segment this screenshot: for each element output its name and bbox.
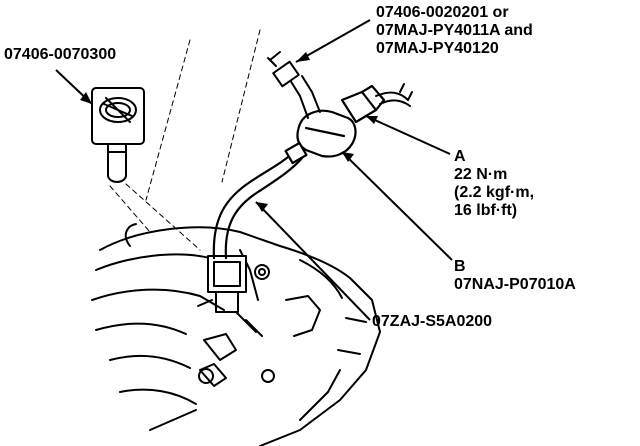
callout-a: A 22 N·m (2.2 kgf·m, 16 lbf·ft) <box>454 148 534 220</box>
label-hose-tool: 07ZAJ-S5A0200 <box>372 313 492 331</box>
callout-b-part: 07NAJ-P07010A <box>454 276 576 293</box>
engine-block <box>91 223 381 446</box>
label-top-tool-line-1: 07406-0020201 or <box>376 4 509 21</box>
callout-a-torque-kgfm: (2.2 kgf·m, <box>454 184 535 201</box>
label-top-tool-line-3: 07MAJ-PY40120 <box>376 40 499 57</box>
label-top-tool-line-2: 07MAJ-PY4011A and <box>376 22 533 39</box>
gauge-leads <box>375 83 413 107</box>
callout-a-torque-nm: 22 N·m <box>454 166 508 183</box>
upper-line <box>267 51 321 119</box>
pressure-hose <box>212 148 304 260</box>
adapter-cap <box>91 87 145 183</box>
port-fitting <box>197 255 275 387</box>
callout-b-letter: B <box>454 258 466 275</box>
projection-lines <box>109 29 261 251</box>
arrow-heads <box>80 52 378 212</box>
label-left-tool-text: 07406-0070300 <box>4 46 117 63</box>
label-left-tool: 07406-0070300 <box>4 46 116 64</box>
callout-a-torque-lbfft: 16 lbf·ft) <box>454 202 518 219</box>
callout-b: B 07NAJ-P07010A <box>454 258 576 294</box>
gauge-body <box>284 84 386 165</box>
label-top-tool: 07406-0020201 or 07MAJ-PY4011A and 07MAJ… <box>376 4 533 58</box>
callout-a-letter: A <box>454 148 466 165</box>
label-hose-tool-text: 07ZAJ-S5A0200 <box>372 313 493 330</box>
leader-arrows <box>55 19 453 321</box>
